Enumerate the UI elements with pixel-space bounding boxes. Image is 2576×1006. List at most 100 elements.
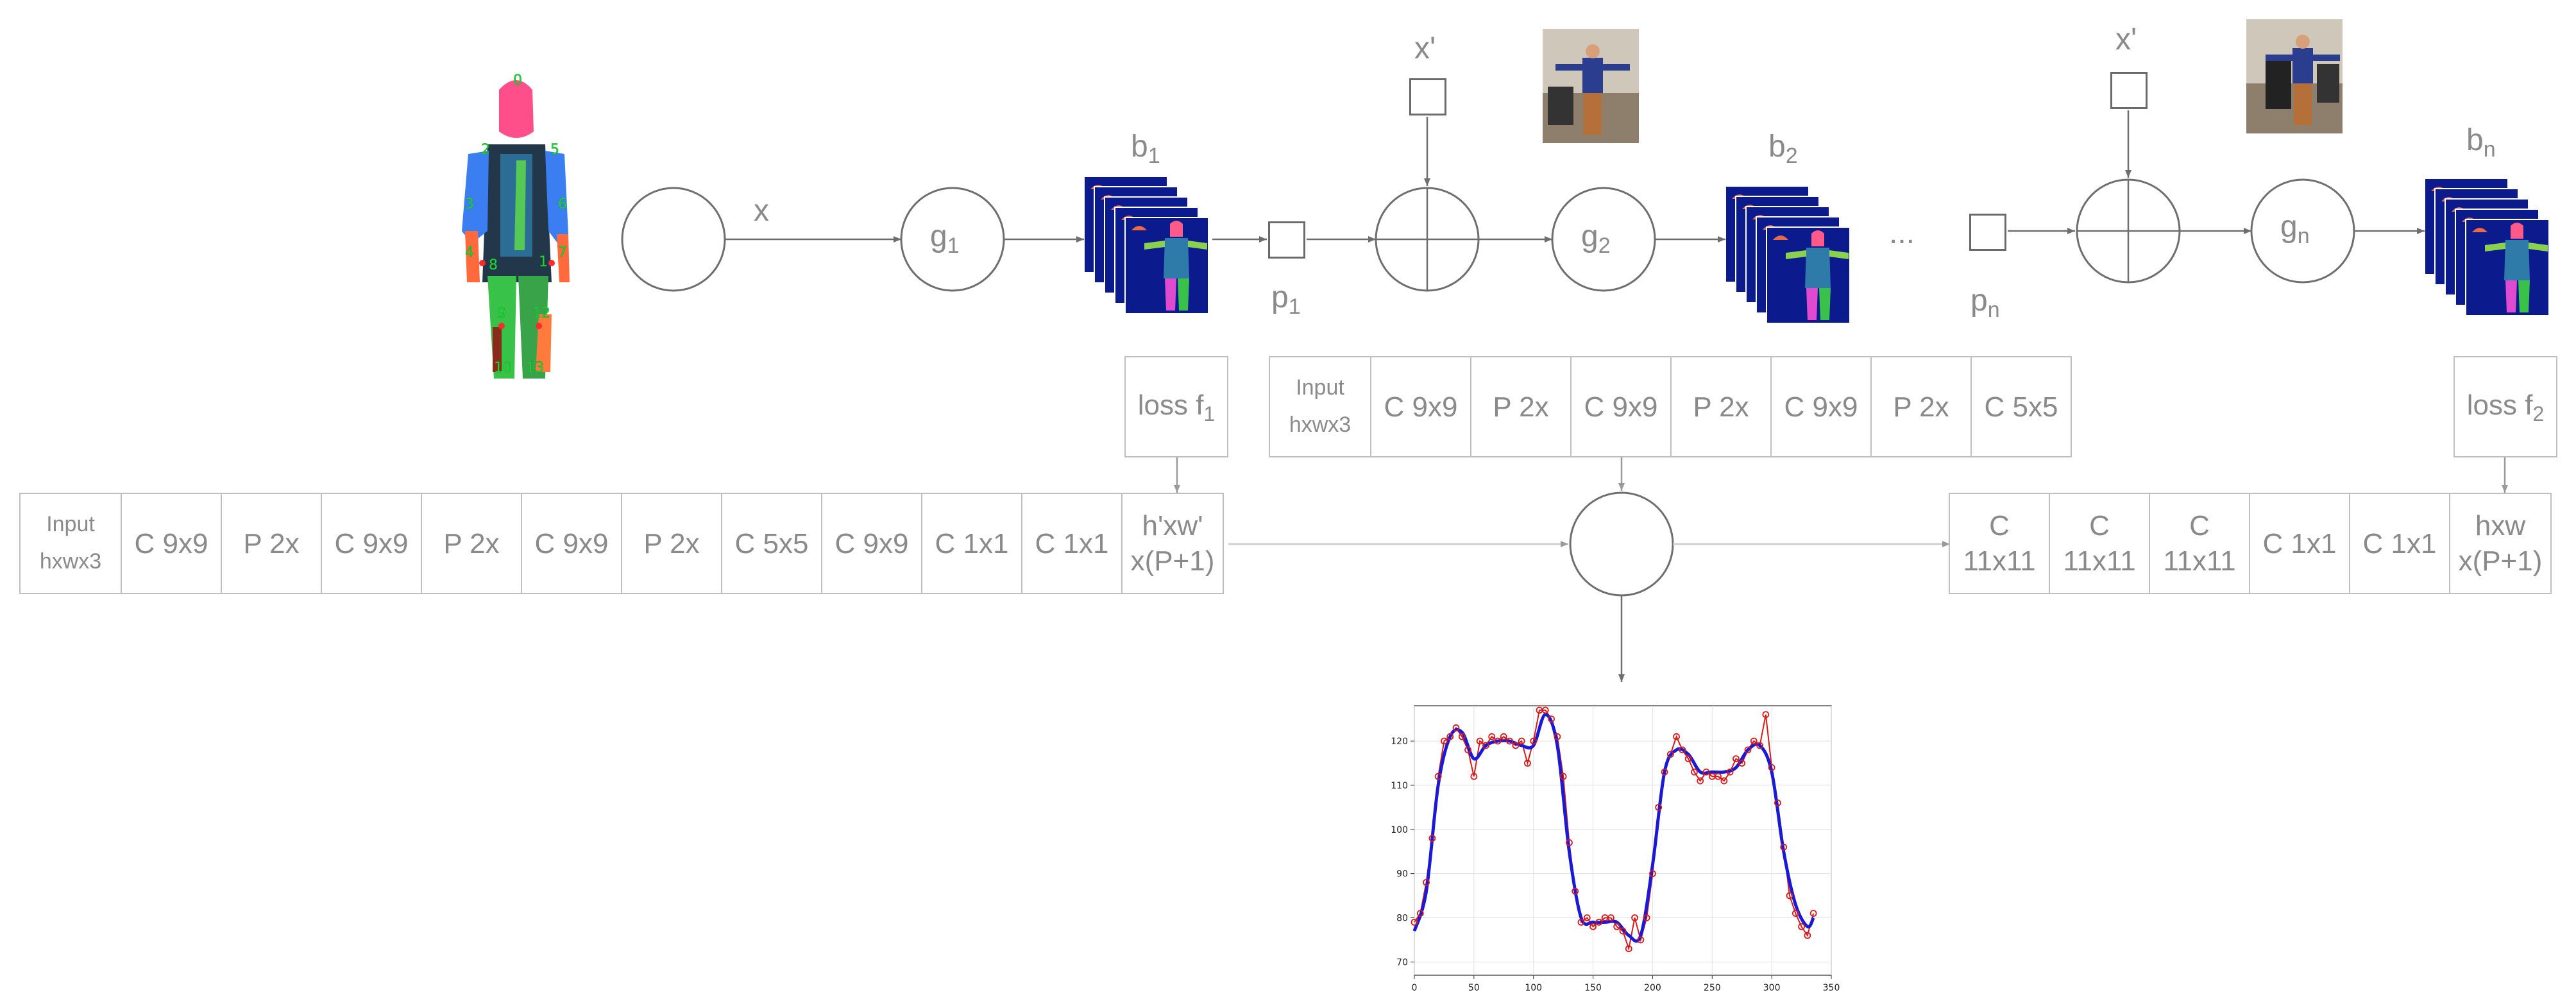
sample-point (1691, 768, 1698, 776)
sample-point (1446, 733, 1454, 740)
sample-point (1798, 923, 1805, 930)
sample-point (1619, 927, 1627, 935)
loss-f1-box: loss f1 (1124, 356, 1228, 457)
left-strip-cell: P 2x (221, 493, 322, 594)
sample-point (1786, 892, 1793, 899)
g1-label: g1 (930, 219, 960, 258)
x-prime-box-1 (1409, 78, 1446, 115)
middle-strip-cell: P 2x (1870, 356, 1972, 457)
keypoint-label: 13 (526, 360, 544, 376)
sample-point (1666, 751, 1674, 758)
y-tick-label: 80 (1396, 913, 1408, 923)
sample-point (1482, 742, 1489, 749)
loss-f2-box: loss f2 (2453, 356, 2557, 457)
keypoint-label: 9 (497, 305, 506, 321)
left-strip-cell: C 5x5 (721, 493, 822, 594)
middle-strip-cell: C 5x5 (1970, 356, 2072, 457)
person-photo-1 (1543, 29, 1639, 143)
x-tick-label: 0 (1412, 983, 1418, 993)
heatmap-stack-b2 (1725, 186, 1851, 324)
keypoint-label: 1 (539, 254, 548, 270)
body-segmentation-figure: 0 2 5 3 6 4 7 8 1 9 12 10 13 (462, 72, 570, 379)
sample-point (1625, 945, 1632, 953)
b2-label: b2 (1768, 130, 1798, 168)
heatmap-stack-bn (2425, 178, 2550, 316)
x-tick-label: 350 (1823, 983, 1840, 993)
sample-point (1661, 768, 1668, 776)
sample-point (1506, 737, 1513, 745)
heatmap-stack-b1 (1084, 176, 1209, 314)
right-strip-cell: C 1x1 (2349, 493, 2450, 594)
middle-strip-cell: C 9x9 (1570, 356, 1672, 457)
left-strip-cell: C 9x9 (321, 493, 422, 594)
y-tick-label: 120 (1391, 737, 1408, 747)
sample-point (1452, 724, 1460, 731)
sample-point (1631, 914, 1638, 921)
sample-point (1744, 746, 1752, 754)
right-strip-cell: C 11x11 (1949, 493, 2050, 594)
keypoint-label: 7 (558, 244, 567, 260)
bn-label: bn (2466, 123, 2496, 162)
left-strip-cell: C 9x9 (821, 493, 922, 594)
sample-point (1577, 918, 1585, 926)
keypoint-label: 4 (465, 244, 474, 260)
sample-point (1518, 737, 1525, 745)
p1-box (1268, 221, 1305, 259)
sample-point (1756, 742, 1763, 749)
sample-point (1572, 887, 1579, 895)
keypoint-label: 3 (465, 196, 474, 212)
sample-point (1768, 763, 1775, 771)
y-tick-label: 110 (1391, 781, 1408, 791)
sample-point (1726, 768, 1734, 776)
keypoint-label: 0 (513, 72, 522, 89)
sample-point (1715, 772, 1722, 780)
sample-point (1428, 835, 1436, 842)
sample-point (1423, 879, 1430, 886)
ellipsis-label: ... (1889, 216, 1915, 250)
sample-point (1470, 772, 1478, 780)
sample-point (1679, 746, 1686, 754)
keypoint-label: 6 (558, 196, 567, 212)
keypoint-label: 5 (550, 142, 559, 158)
sample-point (1643, 914, 1650, 921)
fit-series-line (1412, 713, 1815, 943)
x-tick-label: 50 (1468, 983, 1480, 993)
sample-point (1684, 755, 1692, 763)
sample-point (1655, 803, 1663, 811)
sample-point (1566, 839, 1573, 846)
sample-point (1476, 737, 1484, 745)
sample-point (1434, 772, 1442, 780)
middle-strip-cell: P 2x (1670, 356, 1772, 457)
sample-point (1512, 742, 1520, 749)
sample-point (1441, 737, 1448, 745)
g2-label: g2 (1581, 219, 1611, 258)
x-label: x (754, 194, 769, 228)
sample-point (1673, 733, 1680, 740)
sample-point (1559, 772, 1567, 780)
sample-point (1780, 843, 1788, 851)
sample-point (1649, 870, 1656, 878)
left-strip-cell: h'xw' x(P+1) (1121, 493, 1224, 594)
keypoint-label: 12 (532, 305, 550, 321)
sample-point (1702, 768, 1710, 776)
sample-point (1762, 711, 1770, 719)
left-strip-cell: P 2x (421, 493, 522, 594)
gn-label: gn (2280, 210, 2310, 248)
left-strip-cell: P 2x (621, 493, 722, 594)
right-strip-cell: C 11x11 (2149, 493, 2250, 594)
x-prime-label-1: x' (1414, 31, 1436, 65)
x-tick-label: 250 (1704, 983, 1721, 993)
sample-point (1416, 910, 1424, 917)
sample-point (1637, 936, 1645, 944)
x-tick-label: 100 (1525, 983, 1542, 993)
sample-point (1554, 733, 1561, 740)
x-prime-label-n: x' (2115, 22, 2137, 56)
x-prime-box-n (2110, 72, 2148, 109)
p1-label: p1 (1271, 280, 1301, 319)
